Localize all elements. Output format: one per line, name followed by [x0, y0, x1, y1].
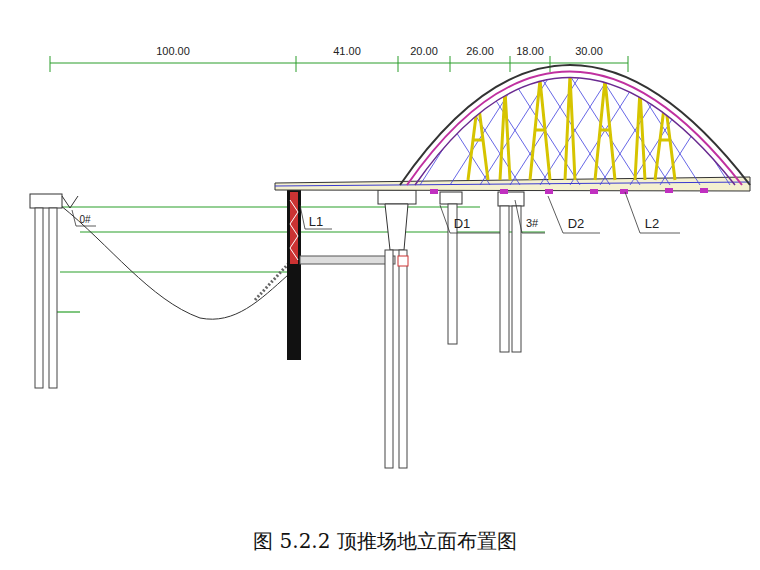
dimension-label: 26.00 — [466, 45, 494, 57]
dimension-label: 18.00 — [516, 45, 544, 57]
dimension-label: 30.00 — [575, 45, 603, 57]
callout-label: 0# — [79, 214, 90, 225]
figure-caption: 图 5.2.2 顶推场地立面布置图 — [253, 528, 517, 555]
dimension-label: 41.00 — [333, 45, 361, 57]
callout-label: L1 — [309, 215, 323, 229]
dimension-label: 100.00 — [156, 45, 190, 57]
callout-label: L2 — [645, 217, 659, 231]
callout-label: 3# — [526, 217, 538, 229]
callout-label: D1 — [454, 217, 471, 231]
callout-label: D2 — [568, 217, 585, 231]
dimension-label: 20.00 — [410, 45, 438, 57]
